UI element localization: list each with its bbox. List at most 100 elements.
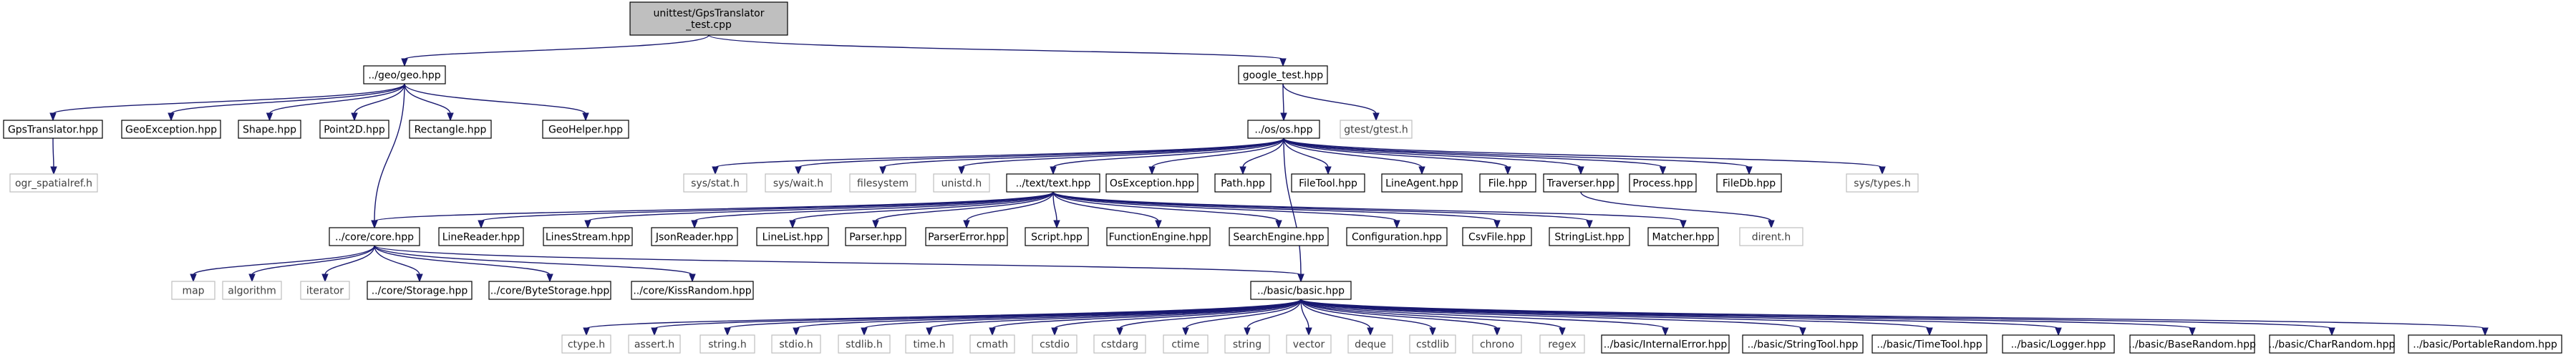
node-parsererror[interactable]: ParserError.hpp bbox=[925, 227, 1008, 246]
edge-line bbox=[882, 137, 1284, 168]
node-box bbox=[363, 65, 446, 84]
node-matcher[interactable]: Matcher.hpp bbox=[1647, 227, 1719, 246]
node-linesstream[interactable]: LinesStream.hpp bbox=[543, 227, 633, 246]
node-box bbox=[849, 173, 916, 193]
node-label: stdio.h bbox=[779, 339, 813, 351]
edge-line bbox=[1300, 299, 2486, 329]
node-box bbox=[1214, 173, 1272, 193]
node-cstdarg: cstdarg bbox=[1093, 334, 1146, 354]
node-gpstrans[interactable]: GpsTranslator.hpp bbox=[3, 120, 103, 139]
node-traverser[interactable]: Traverser.hpp bbox=[1543, 173, 1619, 193]
arrowhead-icon bbox=[651, 327, 658, 337]
node-label: CsvFile.hpp bbox=[1468, 232, 1526, 243]
edge-geo-to-shape bbox=[266, 83, 405, 122]
edge-traverser-to-dirent bbox=[1580, 191, 1775, 229]
node-storage[interactable]: ../core/Storage.hpp bbox=[367, 281, 473, 300]
node-geoexc[interactable]: GeoException.hpp bbox=[121, 120, 221, 139]
arrowhead-icon bbox=[2189, 327, 2196, 337]
edge-line bbox=[587, 191, 1054, 222]
node-timetool[interactable]: ../basic/TimeTool.hpp bbox=[1872, 334, 1987, 354]
node-ogr: ogr_spatialref.h bbox=[9, 173, 98, 193]
node-baserandom[interactable]: ../basic/BaseRandom.hpp bbox=[2129, 334, 2256, 354]
edge-gpstrans-to-ogr bbox=[50, 137, 57, 175]
node-funcengine[interactable]: FunctionEngine.hpp bbox=[1106, 227, 1211, 246]
node-label: vector bbox=[1293, 339, 1325, 351]
node-linelist[interactable]: LineList.hpp bbox=[756, 227, 829, 246]
node-osexc[interactable]: OsException.hpp bbox=[1105, 173, 1199, 193]
node-cstdlib: cstdlib bbox=[1409, 334, 1456, 354]
node-file[interactable]: File.hpp bbox=[1479, 173, 1536, 193]
node-kissrandom[interactable]: ../core/KissRandom.hpp bbox=[631, 281, 754, 300]
node-script[interactable]: Script.hpp bbox=[1025, 227, 1089, 246]
edge-line bbox=[863, 299, 1302, 329]
node-box bbox=[488, 281, 611, 300]
edge-os-to-osexc bbox=[1148, 137, 1284, 175]
node-linereader[interactable]: LineReader.hpp bbox=[438, 227, 524, 246]
node-box bbox=[1224, 334, 1270, 354]
node-box bbox=[1163, 334, 1209, 354]
node-label: string.h bbox=[708, 339, 747, 351]
edge-core-to-basic bbox=[374, 245, 1304, 283]
node-box bbox=[319, 120, 389, 139]
edge-line bbox=[792, 191, 1054, 222]
node-core[interactable]: ../core/core.hpp bbox=[329, 227, 420, 246]
edge-line bbox=[324, 245, 375, 276]
edge-basic-to-chrono bbox=[1300, 299, 1501, 337]
node-jsonreader[interactable]: JsonReader.hpp bbox=[651, 227, 738, 246]
arrowhead-icon bbox=[1155, 220, 1162, 229]
edge-line bbox=[992, 299, 1302, 329]
node-label: FileDb.hpp bbox=[1723, 178, 1776, 190]
edge-geo-to-geoexc bbox=[168, 83, 405, 122]
edge-basic-to-time_h bbox=[926, 299, 1302, 337]
node-point2d[interactable]: Point2D.hpp bbox=[319, 120, 389, 139]
node-rect[interactable]: Rectangle.hpp bbox=[409, 120, 492, 139]
node-bytestorage[interactable]: ../core/ByteStorage.hpp bbox=[488, 281, 611, 300]
edge-line bbox=[1052, 191, 1057, 222]
node-text[interactable]: ../text/text.hpp bbox=[1006, 173, 1100, 193]
arrowhead-icon bbox=[691, 220, 698, 229]
node-process[interactable]: Process.hpp bbox=[1629, 173, 1697, 193]
node-label: sys/wait.h bbox=[773, 178, 823, 190]
node-cmath: cmath bbox=[969, 334, 1015, 354]
arrowhead-icon bbox=[583, 327, 590, 337]
edge-basic-to-regex bbox=[1300, 299, 1566, 337]
node-lineagent[interactable]: LineAgent.hpp bbox=[1381, 173, 1463, 193]
node-stringlist[interactable]: StringList.hpp bbox=[1549, 227, 1630, 246]
node-filetool[interactable]: FileTool.hpp bbox=[1291, 173, 1365, 193]
node-geohelper[interactable]: GeoHelper.hpp bbox=[542, 120, 629, 139]
node-root[interactable]: unittest/GpsTranslator_test.cpp bbox=[629, 1, 788, 36]
node-strtool[interactable]: ../basic/StringTool.hpp bbox=[1742, 334, 1864, 354]
node-charrandom[interactable]: ../basic/CharRandom.hpp bbox=[2269, 334, 2396, 354]
node-path[interactable]: Path.hpp bbox=[1214, 173, 1272, 193]
node-google_test[interactable]: google_test.hpp bbox=[1238, 65, 1328, 84]
edge-line bbox=[374, 245, 1302, 276]
node-csvfile[interactable]: CsvFile.hpp bbox=[1462, 227, 1532, 246]
arrowhead-icon bbox=[1659, 166, 1667, 175]
node-box bbox=[1291, 173, 1365, 193]
edge-text-to-stringlist bbox=[1052, 191, 1593, 229]
edge-line bbox=[1052, 191, 1159, 222]
node-portrandom[interactable]: ../basic/PortableRandom.hpp bbox=[2408, 334, 2562, 354]
edge-line bbox=[1052, 191, 1279, 222]
edge-text-to-parser bbox=[872, 191, 1054, 229]
node-logger[interactable]: ../basic/Logger.hpp bbox=[2002, 334, 2115, 354]
node-shape[interactable]: Shape.hpp bbox=[238, 120, 301, 139]
node-basic[interactable]: ../basic/basic.hpp bbox=[1250, 281, 1352, 300]
edge-google_test-to-gtest bbox=[1282, 83, 1380, 122]
node-label: iterator bbox=[306, 286, 344, 297]
node-box bbox=[1629, 173, 1697, 193]
edge-geo-to-point2d bbox=[351, 83, 405, 122]
edge-basic-to-cmath bbox=[989, 299, 1302, 337]
node-label: ../core/ByteStorage.hpp bbox=[490, 286, 610, 297]
node-geo[interactable]: ../geo/geo.hpp bbox=[363, 65, 446, 84]
node-config[interactable]: Configuration.hpp bbox=[1346, 227, 1448, 246]
node-os[interactable]: ../os/os.hpp bbox=[1247, 120, 1320, 139]
node-filedb[interactable]: FileDb.hpp bbox=[1716, 173, 1782, 193]
node-interr[interactable]: ../basic/InternalError.hpp bbox=[1601, 334, 1730, 354]
node-label: unittest/GpsTranslator bbox=[653, 8, 764, 19]
node-searchengine[interactable]: SearchEngine.hpp bbox=[1229, 227, 1329, 246]
arrowhead-icon bbox=[795, 166, 802, 175]
node-label: GpsTranslator.hpp bbox=[8, 125, 98, 136]
node-parser[interactable]: Parser.hpp bbox=[845, 227, 906, 246]
node-label: ../basic/CharRandom.hpp bbox=[2269, 339, 2396, 351]
